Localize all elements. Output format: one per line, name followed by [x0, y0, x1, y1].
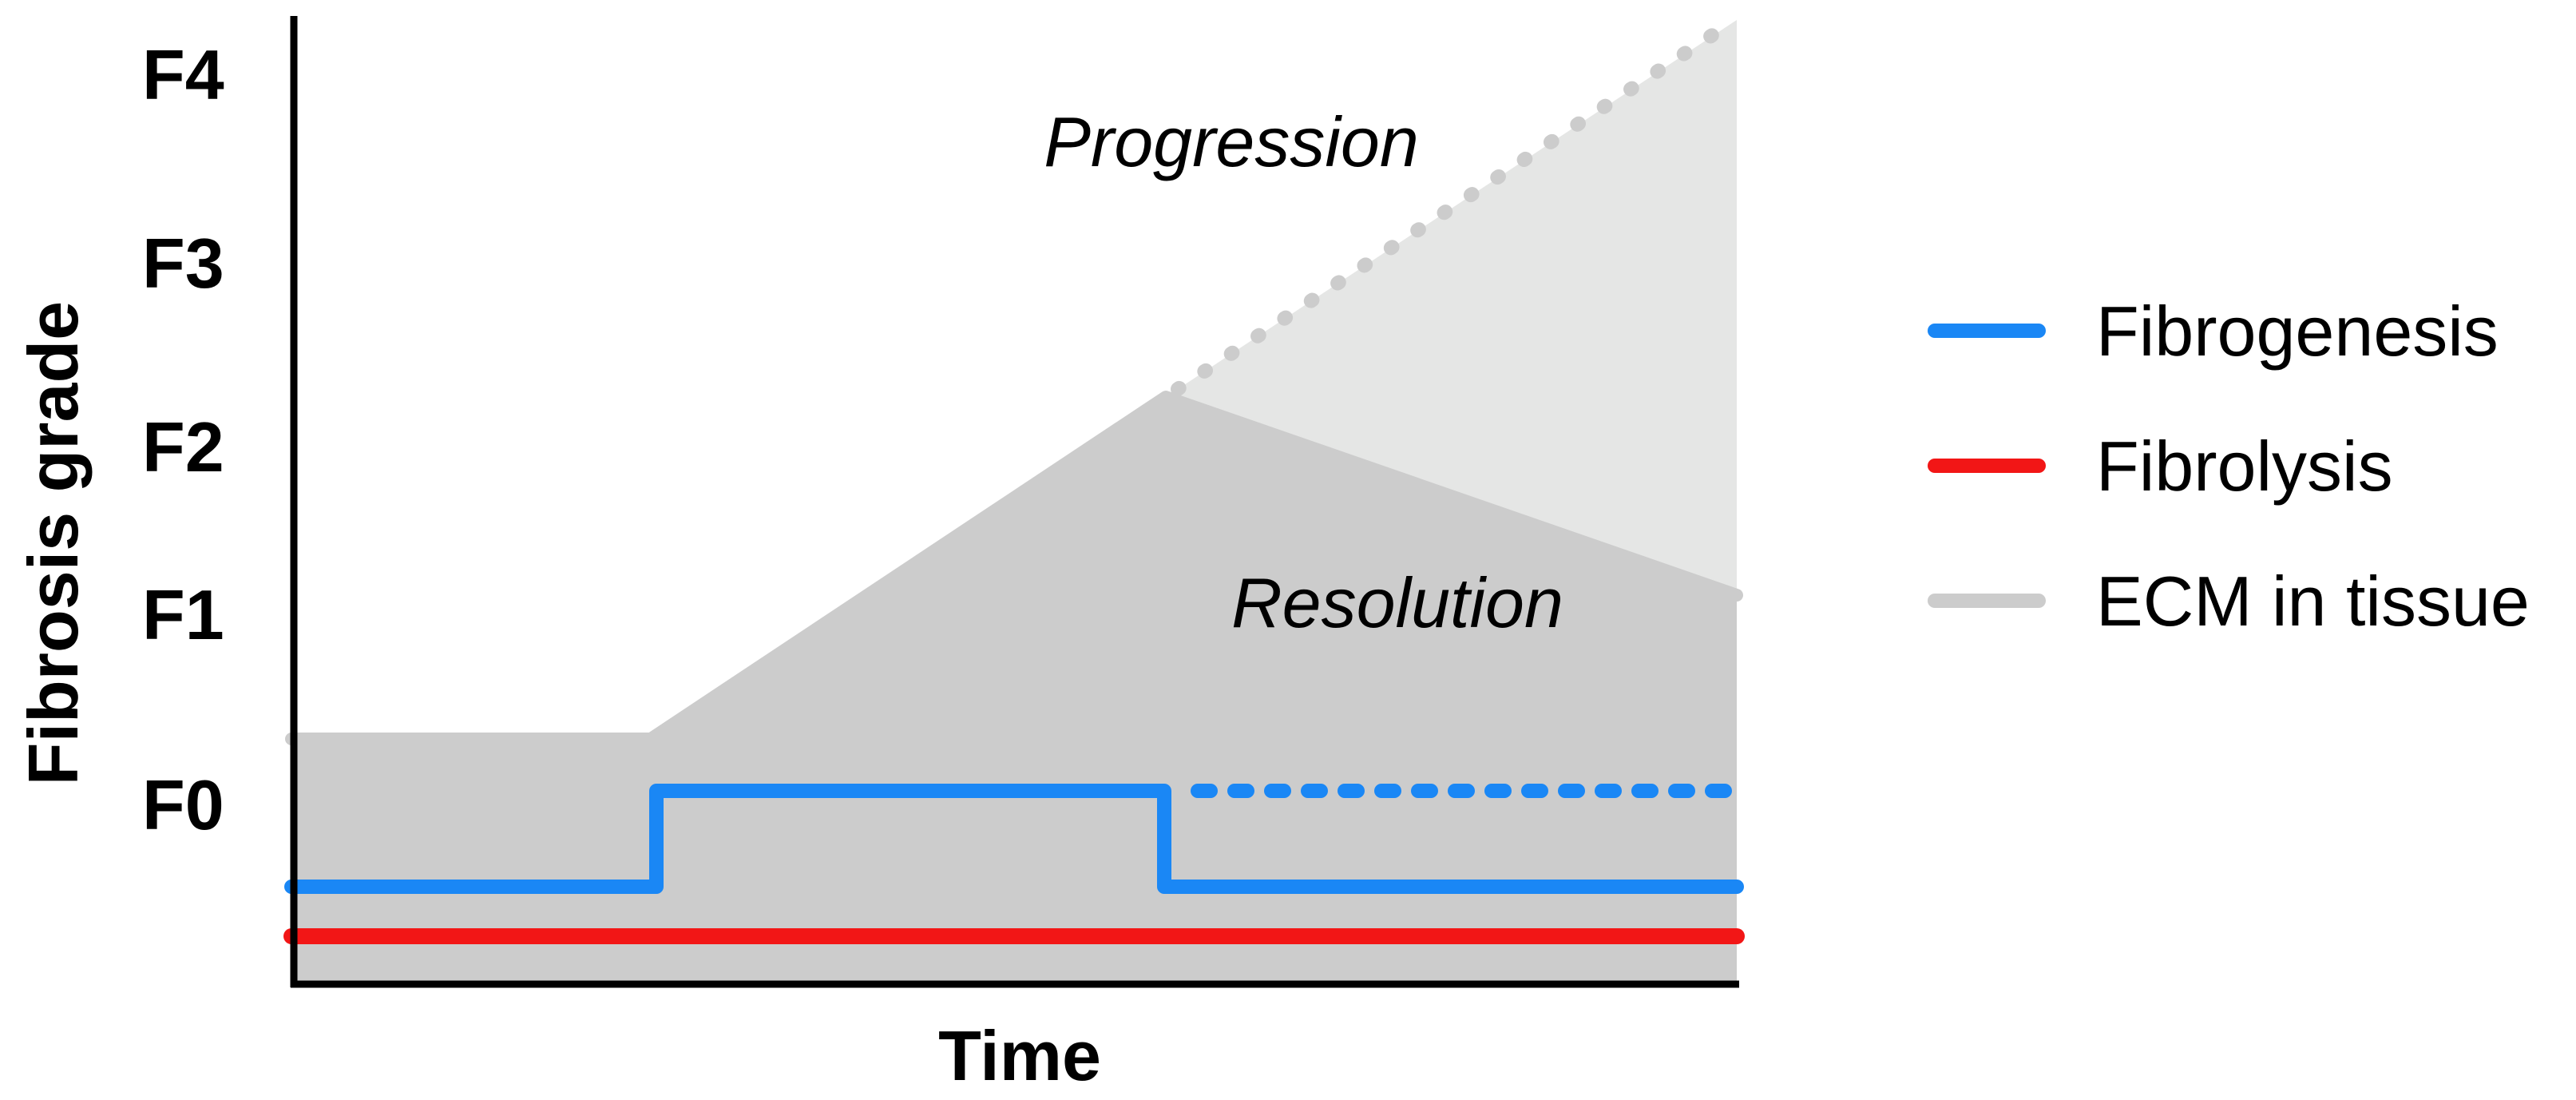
- ecm-line: [285, 391, 1743, 745]
- y-tick-f3: F3: [142, 224, 224, 303]
- y-tick-f0: F0: [142, 765, 224, 844]
- y-tick-f4: F4: [142, 35, 224, 114]
- resolution-label: Resolution: [1231, 563, 1563, 642]
- fibrogenesis-line: [284, 784, 1744, 894]
- x-axis-title: Time: [938, 1016, 1101, 1095]
- y-tick-f2: F2: [142, 407, 224, 486]
- y-axis-title: Fibrosis grade: [14, 301, 93, 785]
- legend-label-fibrolysis: Fibrolysis: [2096, 427, 2393, 506]
- progression-label: Progression: [1044, 102, 1419, 181]
- legend-label-ecm: ECM in tissue: [2096, 562, 2530, 641]
- legend-label-fibrogenesis: Fibrogenesis: [2096, 292, 2499, 371]
- progression-area: [1166, 20, 1737, 595]
- y-tick-f1: F1: [142, 575, 224, 654]
- legend: Fibrogenesis Fibrolysis ECM in tissue: [1928, 292, 2530, 641]
